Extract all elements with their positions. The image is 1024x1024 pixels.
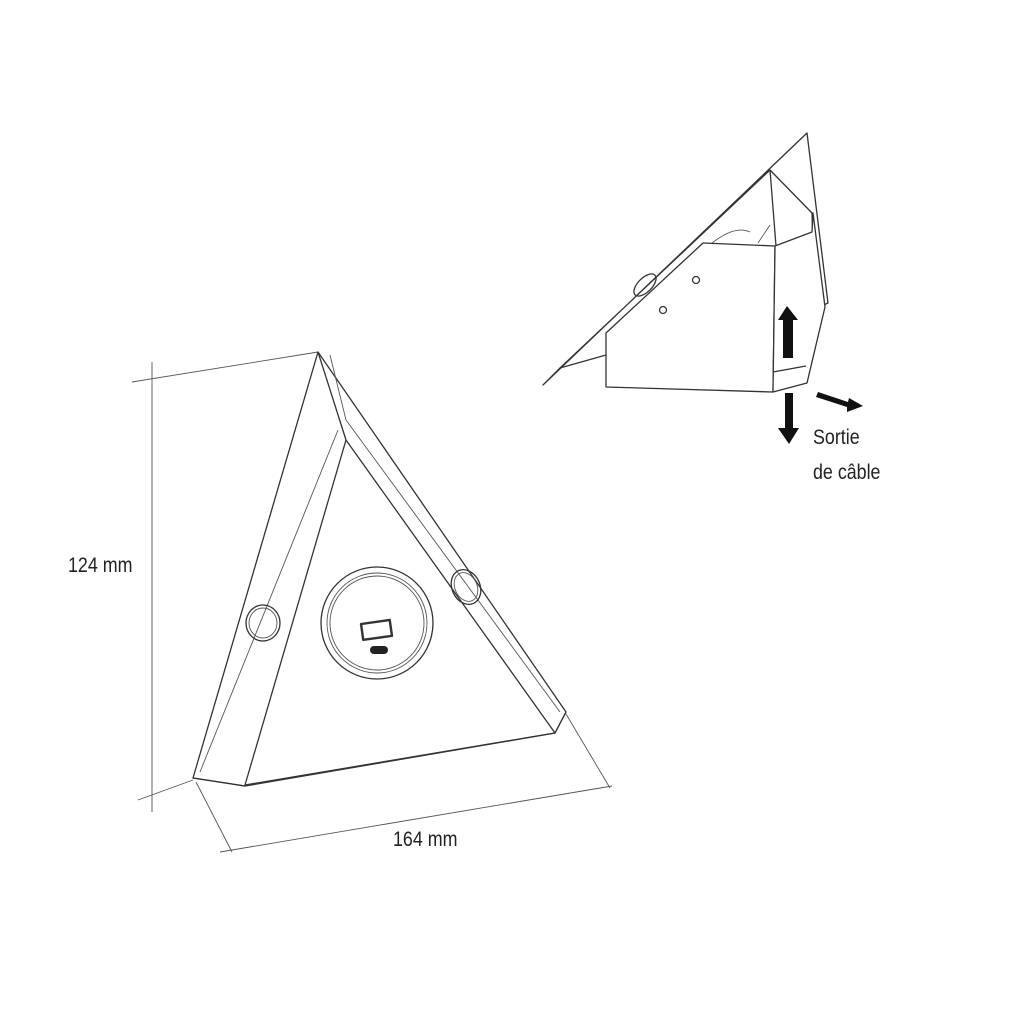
cable-exit-label-line1: Sortie (813, 426, 860, 449)
dimension-lines (131, 351, 613, 853)
width-dimension-label: 164 mm (393, 828, 458, 851)
sensor-button-right (450, 568, 482, 606)
usb-c-port-icon (370, 646, 388, 654)
height-dimension-label: 124 mm (68, 554, 133, 577)
sensor-button-left (245, 604, 281, 642)
arrow-up-icon (778, 306, 798, 358)
triangle-lamp-front-view (192, 351, 567, 787)
usb-socket (320, 566, 434, 680)
cable-exit-label-line2: de câble (813, 461, 881, 484)
arrow-down-icon (778, 393, 799, 444)
usb-a-port-icon (359, 618, 394, 642)
arrow-right-icon (816, 392, 863, 412)
cable-exit-arrows (778, 306, 863, 444)
